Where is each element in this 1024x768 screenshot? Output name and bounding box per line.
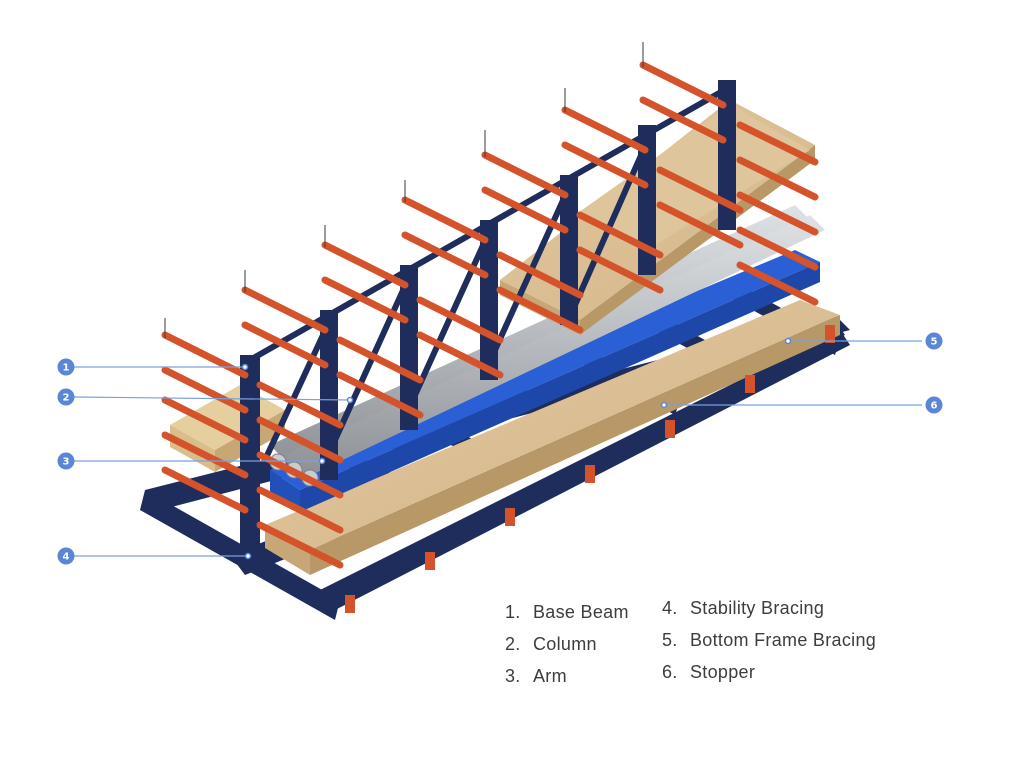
legend-item-label: Bottom Frame Bracing (690, 630, 877, 650)
callout-anchor-dots (241, 337, 792, 560)
legend-item-label: Arm (533, 666, 567, 686)
callout-2: 2 (57, 388, 75, 406)
legend-item-label: Base Beam (533, 602, 629, 622)
legend-item-number: 2. (505, 634, 521, 654)
legend-item-column: 2. Column (505, 628, 629, 660)
callout-6: 6 (925, 396, 943, 414)
callout-5: 5 (925, 332, 943, 350)
callout-1: 1 (57, 358, 75, 376)
callout-number: 2 (63, 393, 70, 404)
legend-item-number: 3. (505, 666, 521, 686)
legend-item-number: 5. (662, 630, 678, 650)
legend-item-number: 6. (662, 662, 678, 682)
legend-item-arm: 3. Arm (505, 660, 629, 692)
legend-left: 1. Base Beam 2. Column 3. Arm (505, 596, 629, 692)
callout-number: 6 (931, 401, 938, 412)
legend-item-label: Column (533, 634, 597, 654)
legend-item-number: 1. (505, 602, 521, 622)
callout-leaders (73, 340, 922, 557)
base-end-plates (345, 325, 835, 613)
legend-item-number: 4. (662, 598, 678, 618)
legend-item-label: Stability Bracing (690, 598, 825, 618)
callout-number: 3 (63, 457, 70, 468)
callout-4: 4 (57, 547, 75, 565)
callout-number: 1 (63, 363, 70, 374)
legend-item-label: Stopper (690, 662, 756, 682)
cantilever-arms (161, 61, 819, 569)
legend-item-stopper: 6. Stopper (662, 656, 876, 688)
base-wood-stock (265, 300, 840, 575)
legend-item-bottom-frame-bracing: 5. Bottom Frame Bracing (662, 624, 876, 656)
legend-item-stability-bracing: 4. Stability Bracing (662, 592, 876, 624)
callout-number: 4 (63, 552, 70, 563)
stoppers (164, 42, 644, 338)
legend-item-base-beam: 1. Base Beam (505, 596, 629, 628)
legend-right: 4. Stability Bracing 5. Bottom Frame Braci… (662, 592, 876, 688)
columns (240, 80, 736, 555)
callout-number: 5 (931, 337, 938, 348)
callout-3: 3 (57, 452, 75, 470)
